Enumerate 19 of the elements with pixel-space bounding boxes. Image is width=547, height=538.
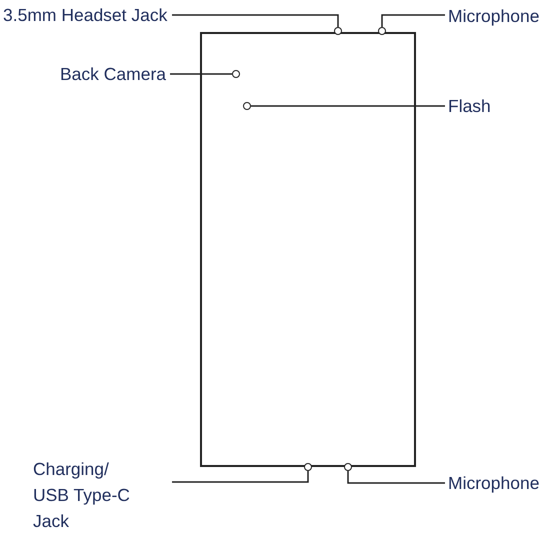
leader-line — [251, 105, 445, 107]
callout-label: Microphone — [448, 473, 540, 493]
leader-line — [381, 14, 445, 27]
callout-point — [334, 27, 342, 35]
phone-outline — [200, 32, 416, 467]
leader-line — [172, 14, 339, 27]
callout-label: 3.5mm Headset Jack — [3, 5, 168, 25]
callout-label: Back Camera — [60, 64, 166, 84]
callout-point — [232, 70, 240, 78]
leader-line — [347, 471, 445, 484]
leader-line — [172, 471, 309, 483]
callout-point — [304, 463, 312, 471]
callout-point — [378, 27, 386, 35]
callout-label: Flash — [448, 96, 491, 116]
callout-point — [344, 463, 352, 471]
callout-label: Charging/ USB Type-C Jack — [33, 456, 138, 534]
callout-label: Microphone — [448, 6, 540, 26]
leader-line — [170, 73, 232, 75]
callout-point — [243, 102, 251, 110]
